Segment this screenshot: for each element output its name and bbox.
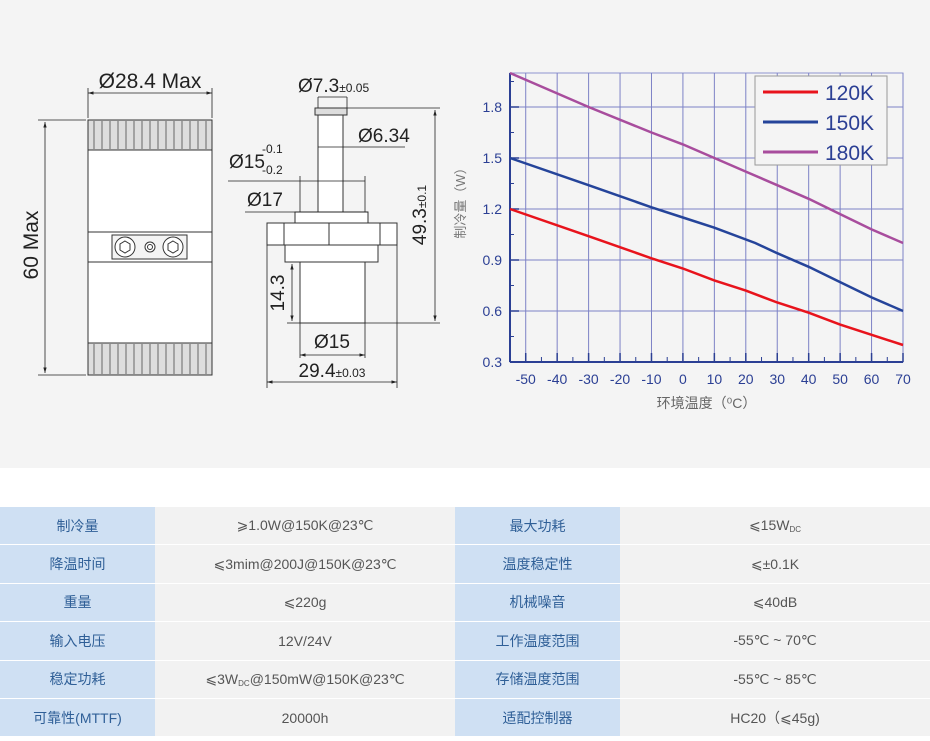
y-axis-label: 制冷量（W）	[453, 161, 468, 238]
x-tick-label: 0	[679, 371, 687, 387]
spec-key: 稳定功耗	[0, 660, 155, 699]
spec-key: 存储温度范围	[455, 660, 620, 699]
tip-dia-label: Ø7.3±0.05	[298, 76, 369, 97]
body-height-label: 14.3	[268, 275, 289, 312]
right-view	[266, 107, 398, 324]
spec-value: HC20（⩽45g)	[620, 698, 930, 738]
series-line-180K	[509, 71, 904, 245]
x-tick-label: -50	[516, 371, 536, 387]
series-line-150K	[509, 156, 904, 313]
spec-key: 降温时间	[0, 544, 155, 584]
x-axis-label: 环境温度（⁰C）	[657, 395, 757, 411]
spec-value: ⩽40dB	[620, 583, 930, 623]
spec-value: -55℃ ~ 70℃	[620, 621, 930, 661]
x-tick-label: 70	[895, 371, 911, 387]
spec-value: ⩽±0.1K	[620, 544, 930, 584]
spec-value: ⩽3WDC@150mW@150K@23℃	[155, 660, 455, 699]
series-line-120K	[509, 207, 904, 347]
spec-value: ⩽15WDC	[620, 507, 930, 546]
x-tick-label: -40	[547, 371, 567, 387]
shoulder-tol-upper: -0.1	[262, 142, 283, 156]
legend-label: 180K	[825, 142, 874, 165]
x-tick-label: -20	[610, 371, 630, 387]
left-view	[87, 119, 213, 376]
spec-key: 适配控制器	[455, 698, 620, 738]
mechanical-drawing: Ø28.4 Max 60 Max Ø7.3±0.05 Ø6.34 Ø15 -0.…	[20, 70, 911, 411]
spec-value: ⩾1.0W@150K@23℃	[155, 507, 455, 546]
y-tick-label: 1.5	[483, 150, 503, 166]
spec-key: 制冷量	[0, 507, 155, 546]
x-tick-label: 10	[707, 371, 723, 387]
spec-value: 20000h	[155, 698, 455, 738]
flange-width-label: 29.4±0.03	[299, 361, 366, 382]
spec-value: -55℃ ~ 85℃	[620, 660, 930, 699]
height-label: 49.3±0.1	[410, 185, 431, 246]
spec-key: 输入电压	[0, 621, 155, 661]
x-tick-label: 50	[832, 371, 848, 387]
drawing-area: Ø28.4 Max 60 Max Ø7.3±0.05 Ø6.34 Ø15 -0.…	[0, 0, 930, 468]
spec-key: 机械噪音	[455, 583, 620, 623]
cooling-capacity-chart: -50 -40 -30 -20 -10 0 10 20 30 40 50 60 70 0.3 0.6 0.9 1…	[453, 71, 911, 411]
shoulder-dia-label: Ø15	[229, 152, 265, 173]
x-tick-label: 40	[801, 371, 817, 387]
plate-dia-label: Ø17	[247, 190, 283, 211]
y-tick-label: 1.8	[483, 99, 503, 115]
body-dia-label: Ø15	[314, 332, 350, 353]
height-dim-label: 60 Max	[20, 210, 43, 279]
y-tick-label: 0.3	[483, 354, 503, 370]
legend-label: 120K	[825, 82, 874, 105]
spec-value: ⩽3mim@200J@150K@23℃	[155, 544, 455, 584]
spec-key: 工作温度范围	[455, 621, 620, 661]
stem-dia-label: Ø6.34	[358, 126, 410, 147]
x-tick-label: -30	[578, 371, 598, 387]
x-tick-label: 20	[738, 371, 754, 387]
y-tick-label: 1.2	[483, 201, 503, 217]
x-tick-label: 60	[864, 371, 880, 387]
spec-value: 12V/24V	[155, 621, 455, 661]
spec-key: 最大功耗	[455, 507, 620, 546]
legend-label: 150K	[825, 112, 874, 135]
spec-key: 重量	[0, 583, 155, 623]
spec-value: ⩽220g	[155, 583, 455, 623]
x-tick-label: 30	[769, 371, 785, 387]
legend: 120K 150K 180K	[754, 75, 888, 166]
spec-key: 温度稳定性	[455, 544, 620, 584]
spec-key: 可靠性(MTTF)	[0, 698, 155, 738]
y-tick-label: 0.9	[483, 252, 503, 268]
shoulder-tol-lower: -0.2	[262, 163, 283, 177]
x-tick-label: -10	[641, 371, 661, 387]
y-tick-label: 0.6	[483, 303, 503, 319]
width-dim-label: Ø28.4 Max	[99, 70, 202, 93]
